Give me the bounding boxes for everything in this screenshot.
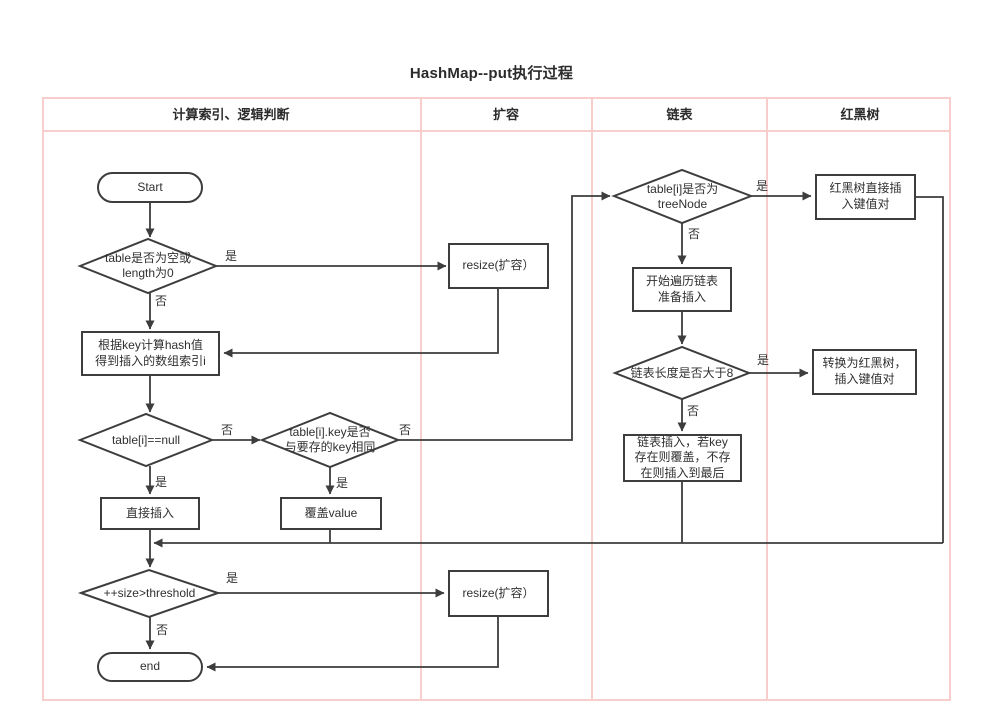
node-traverse-list: 开始遍历链表 准备插入 [632, 267, 732, 312]
label-samekey-yes: 是 [336, 476, 349, 490]
label-empty-no: 否 [155, 294, 168, 308]
lane-header-linkedlist: 链表 [666, 107, 693, 122]
decision-table-null-diamond [77, 412, 215, 468]
label-treenode-no: 否 [688, 227, 701, 241]
lane-header-rbtree: 红黑树 [840, 107, 880, 122]
label-threshold-no: 否 [156, 623, 169, 637]
decision-threshold-diamond [77, 568, 222, 619]
label-empty-yes: 是 [225, 249, 238, 263]
node-calc-hash: 根据key计算hash值 得到插入的数组索引i [81, 331, 220, 376]
label-null-no: 否 [221, 423, 234, 437]
swimlane-frame [42, 97, 951, 701]
node-resize-bottom: resize(扩容） [448, 570, 549, 617]
decision-table-empty-diamond [77, 237, 219, 295]
label-threshold-yes: 是 [226, 571, 239, 585]
lane-header-resize: 扩容 [492, 107, 519, 122]
node-rbtree-insert: 红黑树直接插 入键值对 [815, 174, 916, 220]
label-treenode-yes: 是 [756, 179, 769, 193]
diagram-title: HashMap--put执行过程 [409, 65, 574, 82]
node-start: Start [97, 172, 203, 203]
lane-header-separator [42, 130, 951, 132]
label-samekey-no: 否 [399, 423, 412, 437]
lane-divider-2 [591, 97, 593, 701]
label-length-yes: 是 [757, 353, 770, 367]
lane-divider-3 [766, 97, 768, 701]
decision-same-key-diamond [259, 411, 401, 469]
node-resize-top: resize(扩容） [448, 243, 549, 289]
node-override-value: 覆盖value [280, 497, 382, 530]
lane-divider-1 [420, 97, 422, 701]
node-list-insert: 链表插入，若key 存在则覆盖，不存 在则插入到最后 [623, 434, 742, 482]
label-length-no: 否 [687, 404, 700, 418]
edge-resize2-to-end [206, 617, 499, 672]
node-convert-rbtree: 转换为红黑树， 插入键值对 [812, 349, 917, 395]
node-end: end [97, 652, 203, 682]
decision-treenode-diamond [611, 168, 754, 225]
lane-header-index-logic: 计算索引、逻辑判断 [172, 107, 290, 122]
label-null-yes: 是 [155, 475, 168, 489]
edge-rbinsert-down [916, 196, 944, 543]
edge-resize-to-calchash [223, 289, 499, 358]
edge-samekey-no-to-treenode [398, 191, 611, 441]
node-direct-insert: 直接插入 [100, 497, 200, 530]
decision-list-length-diamond [612, 345, 752, 401]
